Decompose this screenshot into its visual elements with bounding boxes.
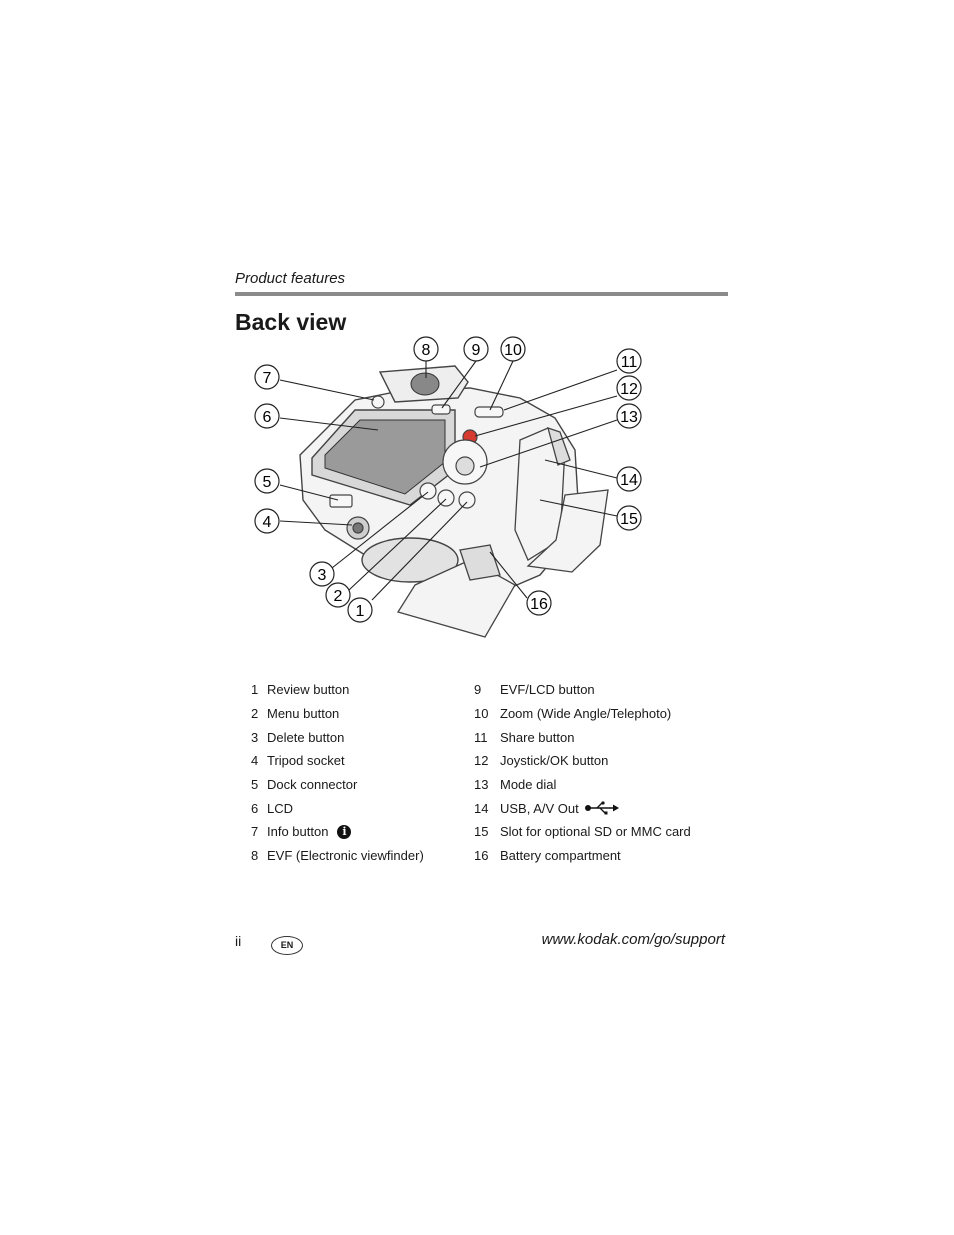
language-badge: EN xyxy=(271,936,303,955)
card-slot-door xyxy=(514,427,609,573)
svg-text:11: 11 xyxy=(621,354,638,371)
svg-text:7: 7 xyxy=(263,370,272,387)
svg-text:15: 15 xyxy=(620,511,638,528)
info-icon: i xyxy=(337,824,352,839)
svg-text:9: 9 xyxy=(472,342,481,359)
svg-text:16: 16 xyxy=(530,596,548,613)
callout-8: 8 xyxy=(413,336,439,362)
svg-text:10: 10 xyxy=(504,342,522,359)
svg-text:6: 6 xyxy=(263,409,272,426)
svg-text:5: 5 xyxy=(263,474,272,491)
callout-3: 3 xyxy=(309,561,335,587)
camera-buttons xyxy=(329,395,504,540)
callout-12: 12 xyxy=(616,375,642,401)
leader-lines xyxy=(279,360,618,601)
camera-back-view-illustration: 1 2 3 4 5 6 7 8 9 10 11 12 13 14 15 16 xyxy=(254,336,642,638)
callout-4: 4 xyxy=(254,508,280,534)
callout-16: 16 xyxy=(526,590,552,616)
callout-15: 15 xyxy=(616,505,642,531)
callout-7: 7 xyxy=(254,364,280,390)
support-url[interactable]: www.kodak.com/go/support xyxy=(541,931,725,948)
lcd-screen xyxy=(311,409,456,506)
battery-door xyxy=(396,544,516,638)
svg-text:2: 2 xyxy=(334,588,343,605)
svg-text:3: 3 xyxy=(318,567,327,584)
callout-1: 1 xyxy=(347,597,373,623)
svg-text:12: 12 xyxy=(620,381,638,398)
callout-14: 14 xyxy=(616,466,642,492)
callout-markers: 1 2 3 4 5 6 7 8 9 10 11 12 13 14 15 16 xyxy=(254,336,642,623)
header-divider xyxy=(235,292,728,296)
evf-viewfinder xyxy=(378,365,469,403)
usb-icon xyxy=(584,801,619,815)
svg-text:8: 8 xyxy=(422,342,431,359)
svg-text:1: 1 xyxy=(356,603,365,620)
svg-text:13: 13 xyxy=(620,409,638,426)
callout-11: 11 xyxy=(616,348,642,374)
running-header: Product features xyxy=(235,270,346,287)
callout-10: 10 xyxy=(500,336,526,362)
callout-2: 2 xyxy=(325,582,351,608)
callout-9: 9 xyxy=(463,336,489,362)
callout-5: 5 xyxy=(254,468,280,494)
callout-6: 6 xyxy=(254,403,280,429)
callout-13: 13 xyxy=(616,403,642,429)
svg-text:14: 14 xyxy=(620,472,638,489)
page-number: ii xyxy=(235,933,242,949)
page-title: Back view xyxy=(235,309,347,335)
svg-text:4: 4 xyxy=(263,514,272,531)
